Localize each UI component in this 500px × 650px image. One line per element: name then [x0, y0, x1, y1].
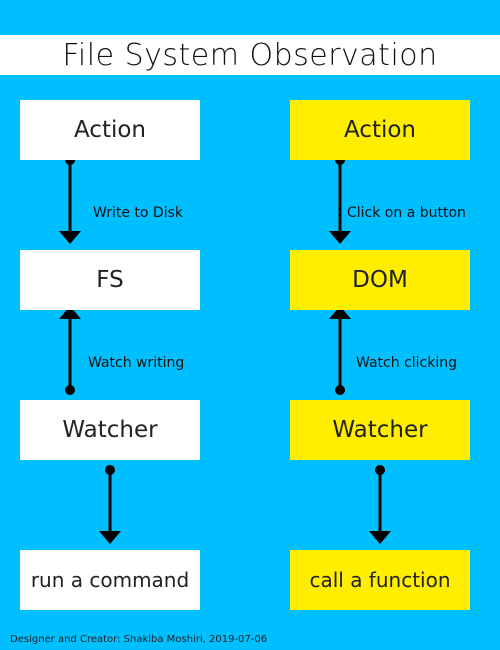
arrow-up-icon: [59, 306, 81, 319]
edge-label-watch-writing: Watch writing: [88, 355, 185, 371]
edge-left-watcher-to-command: [99, 465, 121, 544]
edge-label-write-to-disk: Write to Disk: [93, 205, 183, 221]
node-left-run-command: run a command: [20, 550, 200, 610]
node-left-action: Action: [20, 100, 200, 160]
arrow-down-icon: [99, 531, 121, 544]
arrow-down-icon: [329, 231, 351, 244]
node-left-fs: FS: [20, 250, 200, 310]
edge-right-action-to-dom: [329, 155, 351, 244]
edge-label-click-on-button: Click on a button: [347, 205, 466, 221]
footer-credit: Designer and Creator: Shakiba Moshiri, 2…: [10, 634, 268, 645]
arrow-down-icon: [59, 231, 81, 244]
node-right-call-function: call a function: [290, 550, 470, 610]
edge-left-watcher-to-fs: [59, 306, 81, 395]
diagram-title: File System Observation: [62, 37, 438, 73]
node-right-dom: DOM: [290, 250, 470, 310]
arrow-up-icon: [329, 306, 351, 319]
title-bar: File System Observation: [0, 35, 500, 75]
edge-right-watcher-to-dom: [329, 306, 351, 395]
node-left-watcher: Watcher: [20, 400, 200, 460]
edge-label-watch-clicking: Watch clicking: [356, 355, 457, 371]
node-right-watcher: Watcher: [290, 400, 470, 460]
arrow-down-icon: [369, 531, 391, 544]
node-right-action: Action: [290, 100, 470, 160]
edge-right-watcher-to-function: [369, 465, 391, 544]
edge-left-action-to-fs: [59, 155, 81, 244]
